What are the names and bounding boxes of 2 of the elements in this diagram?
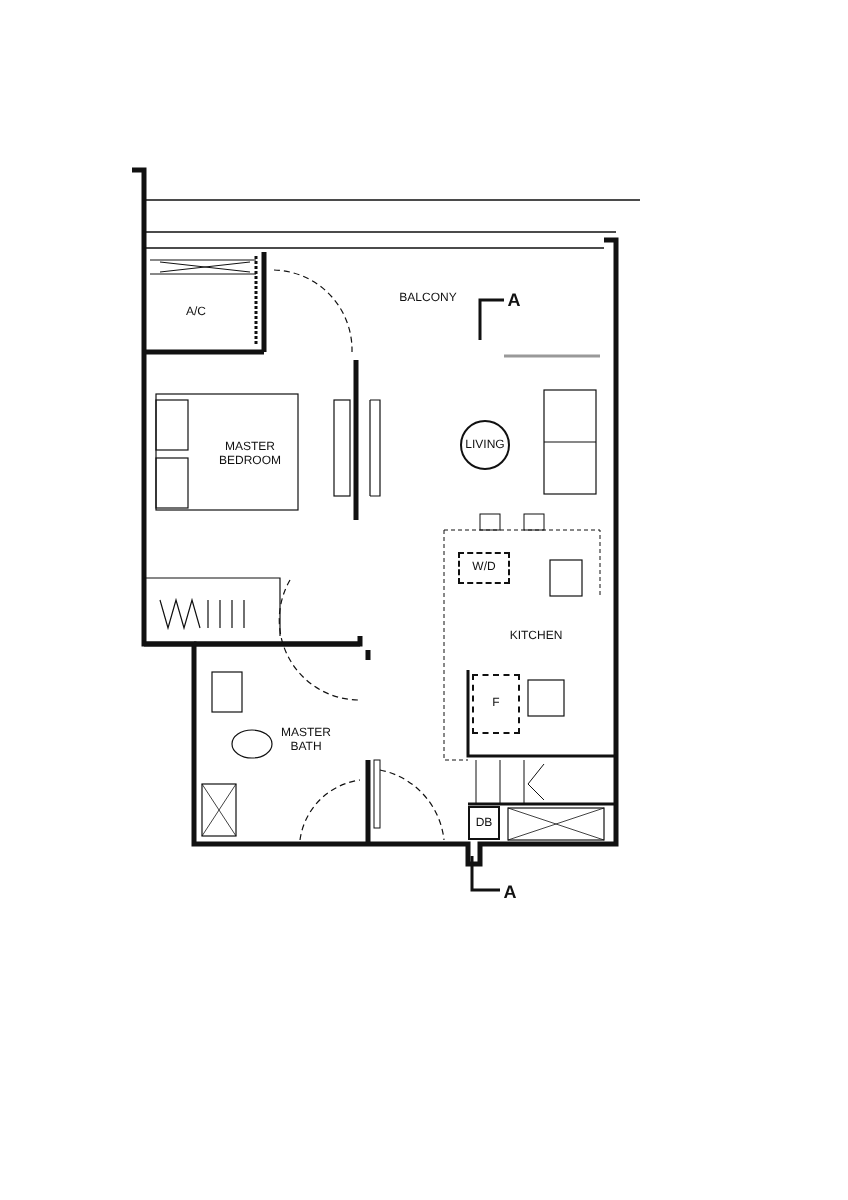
section-label: A bbox=[507, 289, 521, 311]
section-label: A bbox=[503, 881, 517, 903]
